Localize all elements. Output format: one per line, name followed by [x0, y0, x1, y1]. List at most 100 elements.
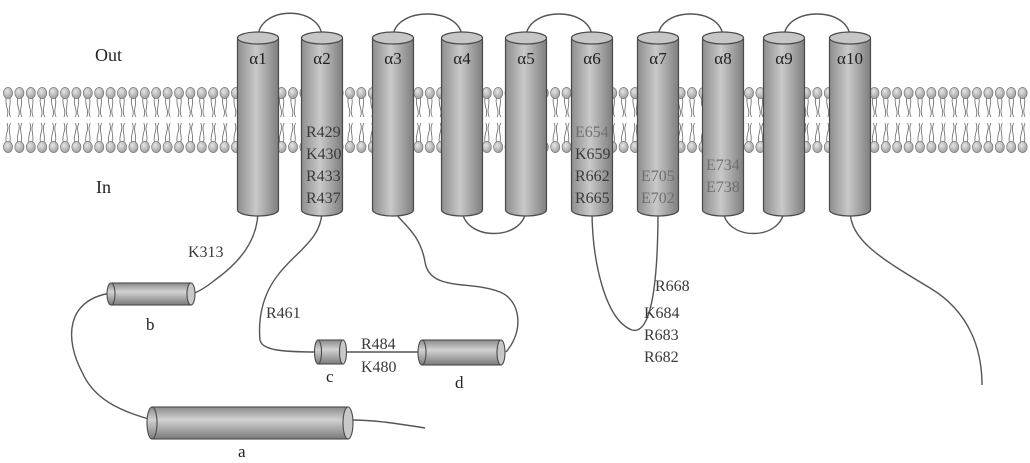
lipid-tail: [998, 97, 1000, 117]
lipid-tail: [89, 123, 90, 143]
lipid-head: [106, 141, 115, 152]
lipid-tail: [921, 123, 922, 143]
lipid-tail: [978, 123, 979, 143]
lipid-tail: [192, 97, 193, 117]
lipid-head: [881, 87, 890, 98]
lipid-tail: [363, 97, 364, 117]
lipid-tail: [564, 123, 566, 143]
lipid-head: [197, 87, 206, 98]
lipid-tail: [351, 97, 352, 117]
lipid-tail: [86, 97, 88, 117]
lipid-tail: [359, 97, 361, 117]
lipid-tail: [1001, 97, 1002, 117]
lipid-tail: [143, 123, 145, 143]
lipid-tail: [1020, 97, 1022, 117]
lipid-tail: [819, 97, 820, 117]
lipid-head: [1007, 141, 1016, 152]
lipid-tail: [279, 123, 281, 143]
lipid-tail: [154, 123, 156, 143]
lipid-tail: [86, 123, 88, 143]
lipid-tail: [625, 97, 626, 117]
lipid-tail: [214, 97, 215, 117]
lipid-head: [950, 141, 959, 152]
lipid-tail: [200, 97, 202, 117]
lipid-tail: [485, 123, 487, 143]
lipid-head: [425, 87, 434, 98]
residue-r433: R433: [306, 168, 341, 185]
helix-alpha1: α1: [238, 32, 279, 216]
residue-e702: E702: [641, 190, 675, 207]
lipid-head: [972, 87, 981, 98]
lipid-tail: [682, 97, 683, 117]
lipid-tail: [906, 123, 908, 143]
residue-e705: E705: [641, 168, 675, 185]
lipid-tail: [200, 123, 202, 143]
residue-k430: K430: [306, 146, 342, 163]
loop-a10-tail: [850, 210, 982, 385]
lipid-tail: [165, 97, 167, 117]
lipid-tail: [40, 123, 42, 143]
lipid-tail: [420, 97, 421, 117]
segment-b-label: b: [146, 315, 155, 334]
lipid-head: [163, 87, 172, 98]
lipid-tail: [234, 123, 236, 143]
lipid-tail: [921, 97, 922, 117]
lipid-head: [209, 87, 218, 98]
lipid-tail: [112, 123, 113, 143]
helix-label-alpha3: α3: [384, 49, 401, 68]
lipid-tail: [910, 97, 911, 117]
residue-k659: K659: [575, 146, 611, 163]
residue-e738: E738: [706, 179, 740, 196]
residue-k480: K480: [361, 359, 397, 376]
lipid-tail: [51, 97, 53, 117]
lipid-head: [106, 87, 115, 98]
lipid-head: [83, 87, 92, 98]
lipid-tail: [872, 97, 874, 117]
lipid-head: [60, 87, 69, 98]
lipid-tail: [177, 97, 179, 117]
lipid-tail: [690, 123, 692, 143]
lipid-head: [129, 141, 138, 152]
lipid-tail: [556, 123, 557, 143]
lipid-tail: [884, 123, 886, 143]
lipid-tail: [963, 123, 965, 143]
lipid-tail: [986, 97, 988, 117]
lipid-tail: [294, 123, 295, 143]
loop-d-to-a3: [393, 210, 518, 352]
lipid-tail: [990, 97, 991, 117]
lipid-tail: [496, 123, 498, 143]
lipid-tail: [556, 97, 557, 117]
lipid-head: [1018, 141, 1027, 152]
lipid-head: [744, 87, 753, 98]
lipid-tail: [439, 97, 441, 117]
lipid-head: [915, 87, 924, 98]
lipid-head: [95, 87, 104, 98]
lipid-tail: [553, 123, 555, 143]
loop-a-tail: [352, 420, 425, 428]
lipid-tail: [975, 123, 977, 143]
lipid-head: [49, 87, 58, 98]
lipid-tail: [29, 123, 31, 143]
lipid-tail: [693, 123, 694, 143]
segment-a-label: a: [238, 442, 246, 461]
lipid-tail: [131, 123, 133, 143]
lipid-tail: [123, 97, 124, 117]
lipid-tail: [815, 97, 817, 117]
lipid-tail: [762, 97, 763, 117]
lipid-head: [687, 87, 696, 98]
lipid-tail: [750, 97, 751, 117]
segment-c-cylinder: [315, 340, 347, 364]
lipid-tail: [17, 97, 19, 117]
lipid-tail: [74, 97, 76, 117]
lipid-tail: [941, 123, 943, 143]
lipid-tail: [568, 97, 569, 117]
lipid-tail: [9, 97, 10, 117]
lipid-tail: [895, 97, 897, 117]
lipid-head: [425, 141, 434, 152]
intracellular-loops: [72, 208, 982, 428]
lipid-head: [209, 141, 218, 152]
lipid-tail: [1009, 97, 1011, 117]
lipid-head: [186, 87, 195, 98]
lipid-tail: [690, 97, 692, 117]
lipid-tail: [143, 97, 145, 117]
